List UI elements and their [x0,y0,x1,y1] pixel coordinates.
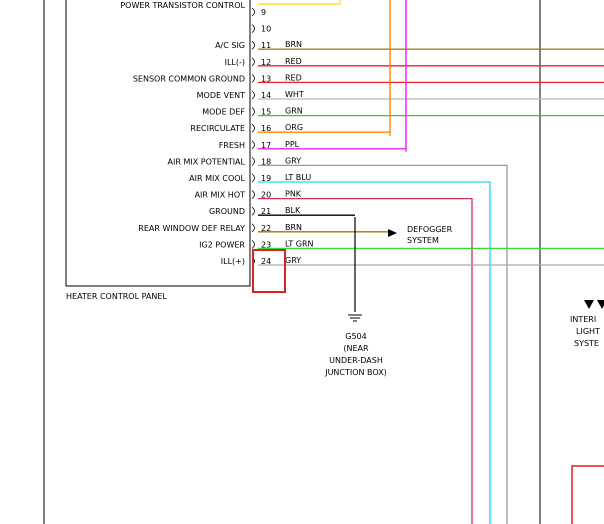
pin-number-9: 9 [261,8,266,17]
defogger-label-2: SYSTEM [407,236,439,245]
pin-bracket-13 [251,74,255,83]
wire-label-19: LT BLU [285,173,311,182]
pin-number-23: 23 [261,240,271,249]
pin-label-20: AIR MIX HOT [195,191,246,200]
pin-number-22: 22 [261,224,271,233]
wire-20 [258,197,473,524]
wire-16 [258,0,391,133]
pin-number-19: 19 [261,174,271,183]
pin-label-24: ILL(+) [221,257,245,266]
ground-label-1: G504 [345,332,366,341]
wire-label-14: WHT [285,90,304,99]
pin-24-highlight [252,249,286,293]
pin-label-21: GROUND [209,207,245,216]
heater-control-panel-box [65,0,251,287]
pin-bracket-15 [251,107,255,116]
wire-label-12: RED [285,57,302,66]
pin-label-19: AIR MIX COOL [189,174,245,183]
yellow-wire [258,0,341,5]
wire-label-24: GRY [285,256,301,265]
pin-label-14: MODE VENT [197,91,245,100]
pin-label-22: REAR WINDOW DEF RELAY [138,224,245,233]
pin-label-15: MODE DEF [202,108,245,117]
pin-number-10: 10 [261,25,271,34]
interior-arrow-2 [597,300,604,309]
top-label: POWER TRANSISTOR CONTROL [120,1,245,10]
ground-label-3: UNDER-DASH [329,356,383,365]
wire-label-18: GRY [285,156,301,165]
wire-label-15: GRN [285,107,303,116]
pin-bracket-10 [251,24,255,33]
pin-label-13: SENSOR COMMON GROUND [133,74,245,83]
pin-bracket-17 [251,140,255,150]
pin-number-12: 12 [261,58,271,67]
wire-18 [258,164,508,524]
pin-number-20: 20 [261,191,271,200]
wire-label-22: BRN [285,223,302,232]
pin-bracket-18 [251,157,255,166]
pin-bracket-11 [251,40,255,50]
ground-label-2: (NEAR [343,344,369,353]
pin-number-24: 24 [261,257,271,266]
ground-label-4: JUNCTION BOX) [324,368,387,377]
interior-arrow-1 [584,300,594,309]
pin-bracket-20 [251,190,255,199]
interior-label-2: LIGHT [576,327,600,336]
defogger-label-1: DEFOGGER [407,225,453,234]
pin-number-15: 15 [261,108,271,117]
pin-bracket-12 [251,57,255,67]
wire-label-17: PPL [285,140,300,149]
wire-label-16: ORG [285,123,303,132]
wire-17 [258,0,407,150]
pin-bracket-22 [251,223,255,233]
pin-label-18: AIR MIX POTENTIAL [168,157,246,166]
pin-label-12: ILL(-) [225,58,245,67]
pin-number-16: 16 [261,124,271,133]
pins-group: 9 10 11 A/C SIG BRN 12 ILL(-) RED 13 SENSOR COMMO… [133,0,604,524]
pin-number-17: 17 [261,141,271,150]
interior-label-1: INTERI [570,315,596,324]
interior-label-3: SYSTE [574,339,599,348]
pin-label-17: FRESH [219,141,245,150]
pin-label-23: IG2 POWER [199,240,245,249]
pin-number-11: 11 [261,41,271,50]
pin-bracket-9 [251,7,255,17]
pin-number-21: 21 [261,207,271,216]
pin-bracket-14 [251,90,255,100]
pin-bracket-21 [251,206,255,216]
pin-number-13: 13 [261,74,271,83]
pin-label-16: RECIRCULATE [190,124,245,133]
pin-bracket-16 [251,123,255,133]
defogger-arrow [388,229,397,237]
wire-label-21: BLK [285,206,301,215]
pin-label-11: A/C SIG [215,41,245,50]
pin-number-18: 18 [261,157,271,166]
red-box-bottom-right [571,465,604,524]
wire-label-20: PNK [285,190,302,199]
wire-label-11: BRN [285,40,302,49]
wire-19 [258,181,491,524]
pin-bracket-23 [251,240,255,249]
pin-bracket-19 [251,173,255,183]
pin-number-14: 14 [261,91,271,100]
wire-label-23: LT GRN [285,239,314,248]
panel-title: HEATER CONTROL PANEL [66,292,167,301]
wire-label-13: RED [285,73,302,82]
